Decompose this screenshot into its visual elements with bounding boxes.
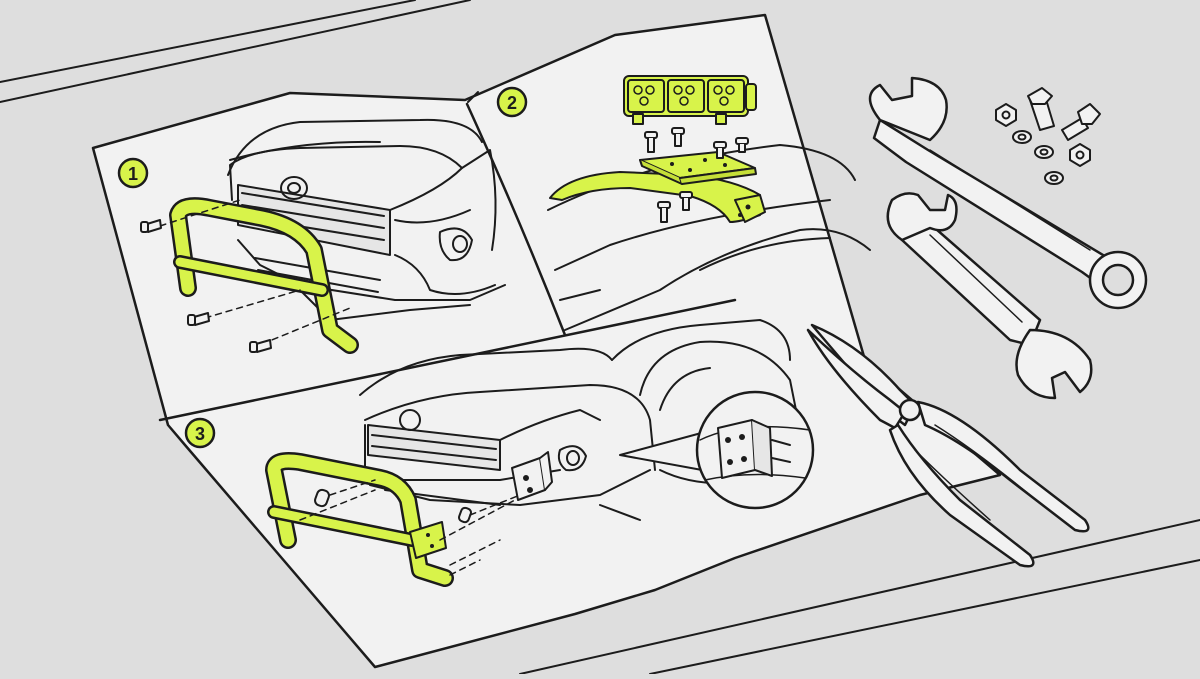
washer-icon bbox=[1012, 130, 1032, 144]
hardware-bolts-nuts-washers bbox=[995, 87, 1101, 185]
screw-icon bbox=[657, 201, 671, 223]
bolt-icon bbox=[249, 339, 272, 353]
combination-wrench-icon bbox=[868, 76, 1148, 310]
roof-crossbar bbox=[549, 171, 766, 223]
bolt-icon bbox=[1061, 103, 1101, 141]
bolt-icon bbox=[1027, 87, 1055, 131]
panel-step-3: 3 bbox=[184, 319, 815, 587]
assembly-guides-1 bbox=[159, 199, 351, 345]
screw-icon bbox=[735, 137, 749, 153]
bolt-icon bbox=[140, 219, 162, 233]
screws-2 bbox=[644, 127, 749, 223]
pliers-icon bbox=[806, 323, 1090, 568]
step-2-badge: 2 bbox=[496, 86, 528, 118]
car-front-1 bbox=[227, 118, 506, 321]
panel-step-1: 1 bbox=[117, 118, 506, 354]
bolts-1 bbox=[140, 219, 272, 353]
screw-icon bbox=[713, 141, 727, 159]
assembly-guides-3 bbox=[299, 479, 521, 576]
bolt-icon bbox=[187, 312, 210, 326]
washer-icon bbox=[1044, 171, 1064, 185]
light-bar-mount-plate bbox=[639, 151, 757, 185]
bracket-detail-callout bbox=[619, 390, 815, 510]
nut-icon bbox=[1069, 143, 1091, 167]
screw-icon bbox=[679, 191, 693, 211]
bull-bar-3 bbox=[265, 452, 454, 587]
car-front-3 bbox=[359, 319, 801, 521]
mount-slots bbox=[314, 488, 472, 524]
step-3-badge: 3 bbox=[184, 417, 216, 449]
washer-icon bbox=[1034, 145, 1054, 159]
step-2-number: 2 bbox=[507, 93, 517, 113]
screw-icon bbox=[671, 127, 685, 147]
screw-icon bbox=[644, 131, 658, 153]
led-light-bar bbox=[623, 75, 757, 125]
bumper-bracket bbox=[511, 451, 553, 501]
instruction-sheet bbox=[91, 13, 1002, 669]
step-1-number: 1 bbox=[128, 164, 138, 184]
step-1-badge: 1 bbox=[117, 157, 149, 189]
step-3-number: 3 bbox=[195, 424, 205, 444]
bull-bar-1 bbox=[169, 197, 359, 354]
panel-step-2: 2 bbox=[496, 75, 871, 331]
open-end-wrench-icon bbox=[886, 192, 1093, 400]
nut-icon bbox=[995, 103, 1017, 127]
